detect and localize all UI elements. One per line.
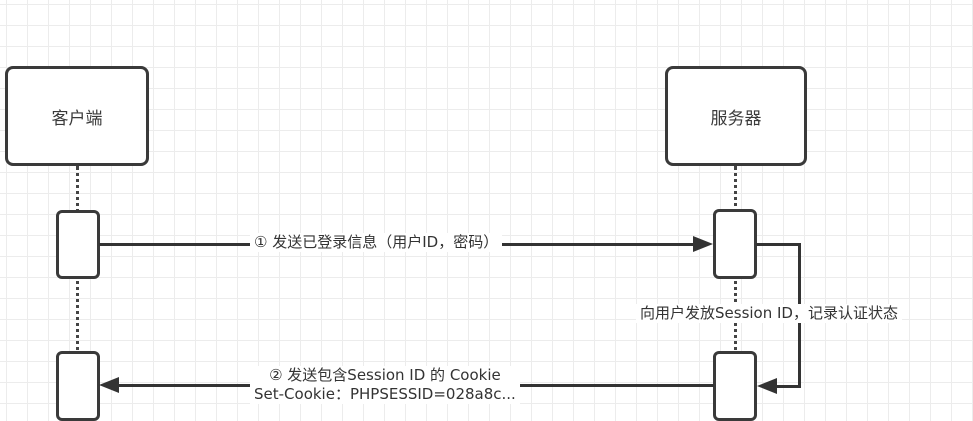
self-message-text: 向用户发放Session ID，记录认证状态 [640,304,898,322]
client-activation-1 [56,210,100,279]
self-message-bottom-line [776,385,801,388]
message-1-label: ① 发送已登录信息（用户ID，密码） [250,233,503,252]
self-message-top-line [756,243,801,246]
participant-client-label: 客户端 [51,108,103,129]
message-1-arrowhead-icon [693,236,713,252]
server-activation-2 [713,351,757,421]
self-message-label: 向用户发放Session ID，记录认证状态 [636,304,902,323]
client-lifeline [76,166,79,406]
self-message-arrowhead-icon [757,378,777,394]
client-activation-2 [56,351,100,421]
message-1-text: ① 发送已登录信息（用户ID，密码） [254,233,499,251]
message-2-arrowhead-icon [99,377,119,393]
server-lifeline [734,166,737,406]
message-2-label: ② 发送包含Session ID 的 Cookie Set-Cookie：PHP… [250,366,520,404]
server-activation-1 [713,209,757,279]
participant-server: 服务器 [665,66,807,166]
participant-server-label: 服务器 [710,108,762,129]
message-2-text-line1: ② 发送包含Session ID 的 Cookie [269,366,501,384]
participant-client: 客户端 [5,66,149,166]
message-2-text-line2: Set-Cookie：PHPSESSID=028a8c... [254,385,516,403]
